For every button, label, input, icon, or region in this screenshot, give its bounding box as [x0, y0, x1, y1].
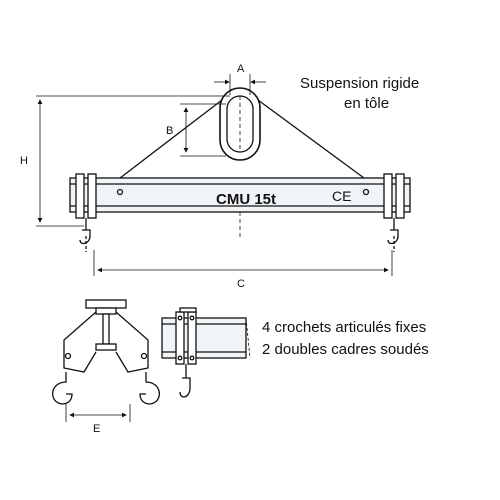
- right-sling: [257, 99, 365, 179]
- front-right-hook-icon: [139, 372, 160, 405]
- right-hook-icon: [387, 218, 399, 252]
- beam-body: [69, 177, 411, 240]
- hooks-note-line-2: 2 doubles cadres soudés: [262, 341, 429, 358]
- suspension-note-line-1: Suspension rigide: [300, 75, 419, 92]
- front-section-view: [52, 299, 160, 405]
- dimension-e-label: E: [93, 423, 100, 435]
- right-end-frame: [362, 173, 405, 219]
- dimension-a-label: A: [237, 63, 245, 75]
- left-end-frame: [75, 173, 124, 219]
- dimension-c-label: C: [237, 278, 245, 290]
- suspension-note-line-2: en tôle: [344, 95, 389, 112]
- left-hook-icon: [79, 218, 91, 252]
- side-detail-view: [161, 307, 251, 398]
- capacity-label: CMU 15t: [216, 191, 276, 208]
- front-left-hook-icon: [52, 372, 73, 405]
- dimension-h-label: H: [20, 155, 28, 167]
- ce-mark-icon: CE: [332, 188, 351, 204]
- side-hook-icon: [179, 377, 191, 398]
- dimension-b-label: B: [166, 125, 173, 137]
- left-sling: [119, 99, 223, 179]
- hooks-note-line-1: 4 crochets articulés fixes: [262, 319, 426, 336]
- dimension-lines: [36, 74, 393, 276]
- main-beam-view: [69, 87, 411, 252]
- dimension-e-lines: [65, 404, 131, 422]
- suspension-ring: [219, 87, 261, 161]
